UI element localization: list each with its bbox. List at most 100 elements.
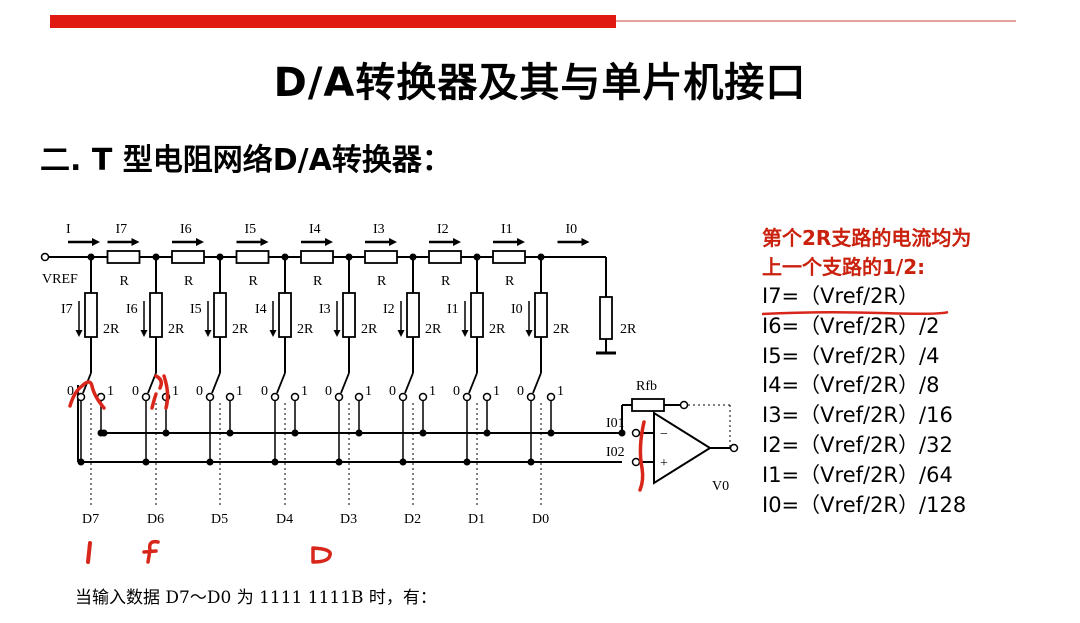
- series-resistor: [171, 250, 205, 264]
- bottom-caption: 当输入数据 D7～D0 为 1111 1111B 时，有：: [75, 588, 437, 608]
- branch-resistor: [84, 292, 98, 338]
- bus-junction: [206, 458, 214, 466]
- series-resistor-label: R: [441, 274, 451, 289]
- handwritten-underline: [761, 310, 949, 316]
- switch-arm: [340, 372, 350, 394]
- branch-current-arrow-head: [333, 330, 341, 337]
- switch-arm: [404, 372, 414, 394]
- feedback-resistor-label: Rfb: [636, 379, 657, 394]
- vref-label: VREF: [42, 272, 78, 287]
- branch-resistor-label: 2R: [489, 322, 506, 337]
- switch-pos-0-label: 0: [132, 384, 139, 399]
- switch-contact-0: [141, 392, 151, 402]
- series-current-arrow-head: [581, 238, 590, 246]
- bus-junction: [100, 429, 108, 437]
- switch-pos-0-label: 0: [261, 384, 268, 399]
- formula-line: I5=（Vref/2R）/4: [762, 343, 940, 368]
- bus-junction: [226, 429, 234, 437]
- rail-junction: [152, 253, 160, 261]
- data-bit-label: D4: [276, 512, 293, 527]
- switch-contact-0: [526, 392, 536, 402]
- series-current-arrow-head: [131, 238, 140, 246]
- switch-pos-0-label: 0: [67, 384, 74, 399]
- branch-current-label: I1: [447, 302, 459, 317]
- rail-junction: [473, 253, 481, 261]
- source-current-label: I: [66, 222, 71, 237]
- iout2-label: I02: [606, 445, 625, 460]
- header-divider-line: [616, 20, 1016, 22]
- rail-junction: [216, 253, 224, 261]
- bus-junction: [399, 458, 407, 466]
- output-label: V0: [712, 479, 729, 494]
- opamp-plus-label: +: [660, 456, 668, 471]
- bus-junction: [162, 429, 170, 437]
- branch-current-arrow-head: [204, 330, 212, 337]
- bus-junction: [547, 429, 555, 437]
- switch-contact-1: [418, 392, 428, 402]
- formula-line: I3=（Vref/2R）/16: [762, 403, 953, 428]
- handwritten-mark-d7: [86, 541, 92, 564]
- series-resistor: [235, 250, 270, 264]
- series-current-label: I2: [437, 222, 449, 237]
- rail-junction: [87, 253, 95, 261]
- branch-current-label: I5: [190, 302, 202, 317]
- feedback-terminal: [679, 400, 689, 410]
- switch-pos-1-label: 1: [301, 384, 308, 399]
- series-resistor-label: R: [184, 274, 194, 289]
- series-resistor: [106, 250, 141, 264]
- series-resistor-label: R: [313, 274, 323, 289]
- switch-pos-1-label: 1: [365, 384, 372, 399]
- bus-junction: [335, 458, 343, 466]
- branch-current-arrow-head: [75, 330, 83, 337]
- switch-contact-1: [354, 392, 364, 402]
- rail-junction: [409, 253, 417, 261]
- branch-current-arrow-head: [525, 330, 533, 337]
- output-terminal: [729, 443, 739, 453]
- section-subtitle: 二. T 型电阻网络D/A转换器：: [40, 143, 452, 178]
- opamp-triangle: [653, 411, 712, 485]
- switch-contact-0: [334, 392, 344, 402]
- switch-contact-1: [482, 392, 492, 402]
- handwritten-mark-d6: [142, 539, 160, 564]
- data-bit-label: D3: [340, 512, 357, 527]
- handwritten-mark-opamp: [638, 420, 646, 492]
- bus-junction: [483, 429, 491, 437]
- branch-current-label: I7: [61, 302, 73, 317]
- branch-current-label: I3: [319, 302, 331, 317]
- bus-junction: [527, 458, 535, 466]
- series-current-label: I0: [566, 222, 578, 237]
- formula-line: I4=（Vref/2R）/8: [762, 373, 940, 398]
- data-bit-label: D6: [147, 512, 164, 527]
- terminating-resistor: [599, 296, 613, 340]
- rail-junction: [281, 253, 289, 261]
- handwritten-mark-d4: [311, 546, 332, 564]
- switch-pos-0-label: 0: [325, 384, 332, 399]
- source-current-arrow-head: [92, 238, 100, 246]
- formula-line: I2=（Vref/2R）/32: [762, 432, 953, 457]
- series-current-label: I7: [116, 222, 128, 237]
- series-current-arrow-head: [196, 238, 204, 246]
- series-current-arrow-head: [260, 238, 269, 246]
- series-current-arrow-head: [325, 238, 333, 246]
- switch-arm: [532, 372, 542, 394]
- iout1-terminal: [631, 428, 641, 438]
- branch-resistor-label: 2R: [168, 322, 185, 337]
- branch-current-arrow-head: [269, 330, 277, 337]
- switch-pos-0-label: 0: [389, 384, 396, 399]
- bus-junction: [142, 458, 150, 466]
- branch-resistor: [534, 292, 548, 338]
- branch-resistor: [278, 292, 292, 338]
- switch-contact-1: [225, 392, 235, 402]
- series-current-arrow-head: [517, 238, 525, 246]
- bus-junction: [271, 458, 279, 466]
- iout1-junction: [618, 429, 626, 437]
- branch-resistor: [342, 292, 356, 338]
- iout1-label: I01: [606, 416, 625, 431]
- switch-pos-1-label: 1: [493, 384, 500, 399]
- bus-junction: [463, 458, 471, 466]
- formula-line: I7=（Vref/2R）: [762, 284, 920, 308]
- branch-current-label: I4: [255, 302, 267, 317]
- handwritten-mark-switch-6: [150, 374, 170, 410]
